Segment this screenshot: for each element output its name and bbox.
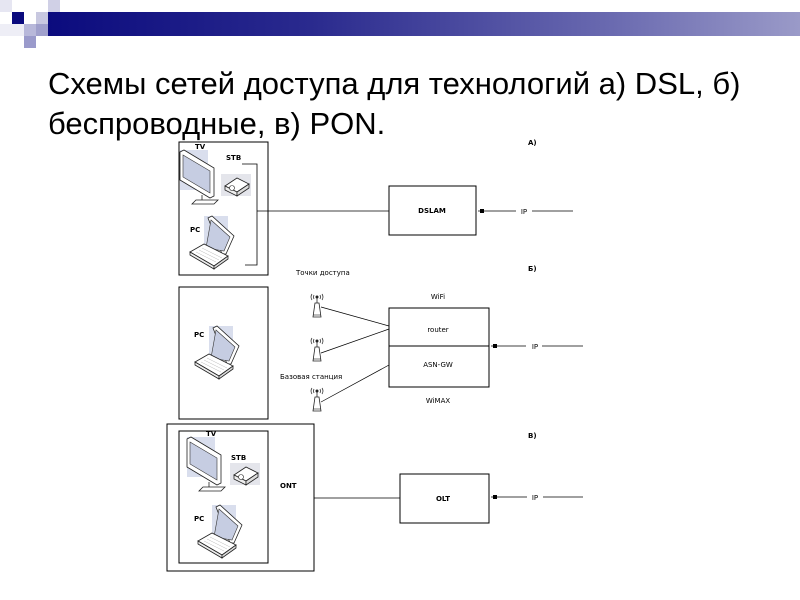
pc-label-c: PC xyxy=(194,515,204,523)
section-c-label: В) xyxy=(528,432,537,440)
decor-square xyxy=(24,36,36,48)
decor-square xyxy=(36,24,48,36)
ip-label-b: IP xyxy=(532,343,538,351)
antenna-icon xyxy=(310,293,324,318)
decor-square xyxy=(0,24,24,36)
asn-gw-label: ASN-GW xyxy=(423,361,453,369)
decor-square xyxy=(36,12,48,24)
decor-square xyxy=(0,0,12,12)
uplink-port xyxy=(480,209,484,213)
router-asn-node xyxy=(388,307,490,388)
pc-label-b: PC xyxy=(194,331,204,339)
laptop-icon xyxy=(189,215,235,270)
wifi-label: WiFi xyxy=(431,293,445,301)
dslam-node xyxy=(388,185,477,236)
ont-box xyxy=(166,423,315,572)
ip-label-a: IP xyxy=(521,208,527,216)
olt-node xyxy=(399,473,490,524)
uplink-port xyxy=(493,344,497,348)
access-points-label: Точки доступа xyxy=(295,269,350,277)
decor-square xyxy=(12,12,24,24)
tv-icon xyxy=(186,436,226,492)
section-wireless: Б) PC Точки доступа Базовая станция WiFi… xyxy=(178,265,583,420)
tv-label: TV xyxy=(195,143,206,151)
stb-label-c: STB xyxy=(231,454,246,462)
wireless-link xyxy=(320,306,390,327)
pc-label: PC xyxy=(190,226,200,234)
section-b-label: Б) xyxy=(528,265,537,273)
header-banner xyxy=(48,12,800,36)
base-station-label: Базовая станция xyxy=(280,373,342,381)
ont-label: ONT xyxy=(280,482,297,490)
dsl-home-box xyxy=(178,141,269,276)
dslam-label: DSLAM xyxy=(418,207,446,215)
pon-home-box xyxy=(178,430,269,564)
router-label: router xyxy=(427,326,448,334)
antenna-icon xyxy=(310,387,324,412)
decor-square xyxy=(24,24,36,36)
ip-label-c: IP xyxy=(532,494,538,502)
wimax-label: WiMAX xyxy=(426,397,451,405)
slide-title: Схемы сетей доступа для технологий а) DS… xyxy=(48,66,741,141)
stb-icon xyxy=(220,173,252,197)
wireless-link xyxy=(320,364,390,403)
tv-icon xyxy=(179,149,219,205)
decor-square xyxy=(48,0,60,12)
section-pon: В) TV STB PC ONT OLT IP xyxy=(166,423,583,572)
section-dsl: А) TV STB PC DSLAM IP xyxy=(178,139,573,276)
laptop-icon xyxy=(197,504,243,559)
stb-icon xyxy=(229,462,261,486)
stb-label: STB xyxy=(226,154,241,162)
splitter-bracket xyxy=(242,163,258,266)
olt-label: OLT xyxy=(436,495,450,503)
wireless-link xyxy=(320,328,390,354)
wireless-home-box xyxy=(178,286,269,420)
section-a-label: А) xyxy=(528,139,537,147)
tv-label-c: TV xyxy=(206,430,217,438)
uplink-port xyxy=(493,495,497,499)
antenna-icon xyxy=(310,337,324,362)
